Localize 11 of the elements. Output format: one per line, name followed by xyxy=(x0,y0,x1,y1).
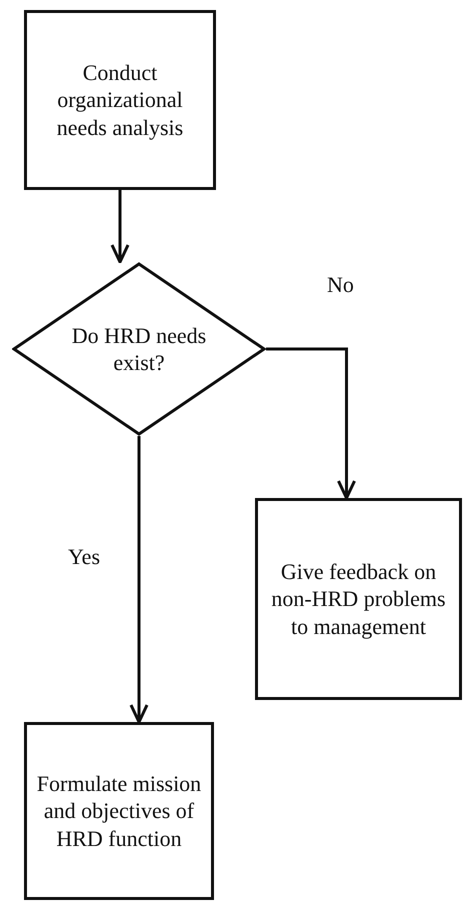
arrow xyxy=(110,190,130,264)
process-box xyxy=(24,10,216,190)
arrow xyxy=(266,348,356,500)
node-text: Conduct organizational needs analysis xyxy=(56,58,184,142)
node-text: Give feedback on non-HRD problems to management xyxy=(270,558,447,640)
process-box xyxy=(255,498,462,700)
node-text: Do HRD needs exist? xyxy=(70,322,208,376)
node-text: Formulate mission and objectives of HRD function xyxy=(36,770,202,852)
decision-diamond xyxy=(12,262,266,436)
process-box xyxy=(24,722,214,900)
arrow xyxy=(130,436,148,724)
